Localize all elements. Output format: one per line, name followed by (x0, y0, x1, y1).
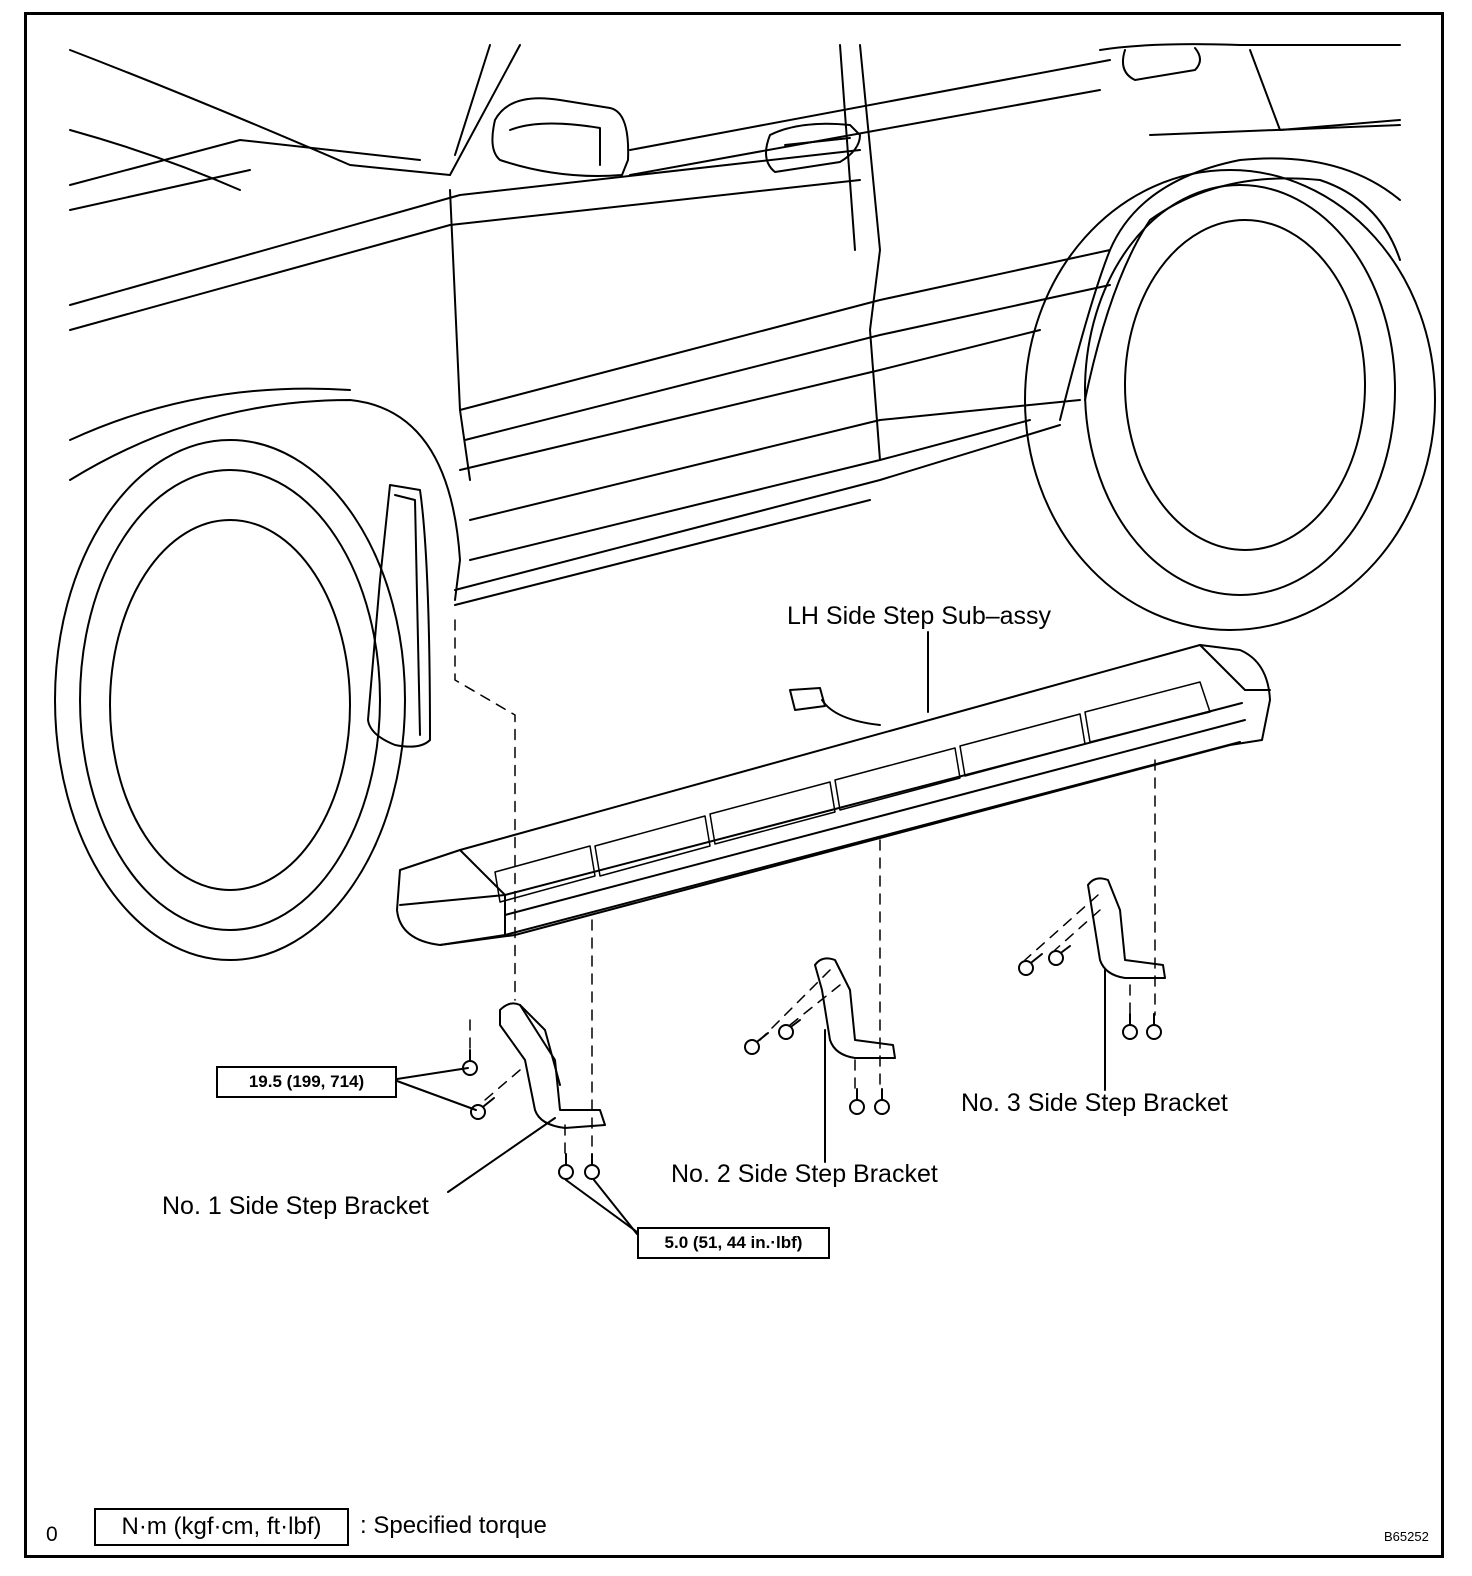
legend-description: : Specified torque (360, 1512, 547, 1539)
step-tread-panels (494, 681, 1211, 903)
rear-tire (1024, 169, 1436, 631)
figure-code: B65252 (1384, 1529, 1429, 1544)
torque-spec-upper: 19.5 (199, 714) (216, 1066, 397, 1098)
door-seam (859, 44, 881, 461)
a-pillar (449, 44, 521, 176)
bracket-3 (1087, 877, 1166, 979)
bracket-2-callout: No. 2 Side Step Bracket (671, 1160, 938, 1188)
window-sill (629, 59, 1111, 151)
torque-spec-lower: 5.0 (51, 44 in.·lbf) (637, 1227, 830, 1259)
side-step-body (396, 644, 1271, 946)
bolts (462, 945, 1162, 1180)
mud-flap (367, 484, 431, 748)
windshield-base (69, 139, 421, 186)
bracket-1 (499, 1002, 606, 1129)
side-mirror (491, 97, 630, 177)
bracket-1-callout: No. 1 Side Step Bracket (162, 1192, 429, 1220)
leader-lines (396, 631, 1106, 1235)
figure-frame (24, 12, 1444, 1558)
front-rim (109, 519, 351, 891)
front-tire (54, 439, 406, 961)
bracket-2 (814, 957, 896, 1059)
hood-line (69, 49, 451, 176)
legend-unit-box: N·m (kgf·cm, ft·lbf) (94, 1508, 349, 1546)
hood-line-2 (69, 129, 241, 191)
side-step-callout: LH Side Step Sub–assy (787, 602, 1052, 630)
legend-marker: 0 (46, 1523, 58, 1546)
rear-rim (1124, 219, 1366, 551)
connector (789, 687, 826, 711)
bracket-3-callout: No. 3 Side Step Bracket (961, 1089, 1228, 1117)
